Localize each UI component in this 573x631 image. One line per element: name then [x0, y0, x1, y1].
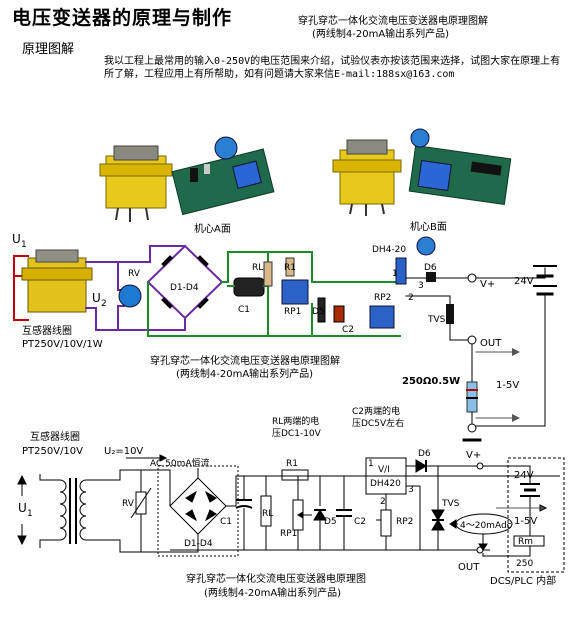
schem-transformer-label: 互感器线圈 [30, 430, 80, 443]
schem-caption-main: 穿孔穿芯一体化交流电压变送器电原理图 [186, 572, 366, 585]
schem-ic-pin3: 3 [408, 485, 414, 495]
schem-ic-pin2: 2 [380, 497, 386, 507]
wiring-caption-sub: (两线制4-20mA输出系列产品) [176, 367, 313, 380]
schem-d5-label: D5 [324, 517, 337, 527]
wiring-c1-label: C1 [238, 305, 250, 315]
schem-out-label: OUT [458, 562, 480, 573]
schem-rl-label: RL [262, 509, 273, 519]
schem-supply-label: 24V [514, 470, 534, 481]
wiring-u1-label: U [12, 232, 21, 246]
photo-module-b [332, 128, 512, 216]
schematic-diagram [17, 454, 565, 573]
schem-ic-label-2: DH420 [370, 479, 401, 489]
schem-rm-value: 250 [516, 559, 533, 569]
wiring-pin3: 3 [418, 281, 424, 291]
wiring-diagram [13, 236, 557, 442]
schem-c2-note-1: C2两端的电 [352, 405, 400, 417]
section-title: 原理图解 [22, 42, 75, 57]
photo-a-label: 机心A面 [194, 222, 231, 235]
schem-current-label: 4～20mAdc [460, 521, 512, 531]
schem-ic-label-1: V/I [378, 465, 390, 475]
wiring-bridge-label: D1-D4 [170, 283, 199, 293]
wiring-rp2-label: RP2 [374, 293, 391, 303]
wiring-d6-label: D6 [424, 263, 437, 273]
wiring-transformer-label: 互感器线圈 [22, 324, 72, 337]
wiring-range-label: 1-5V [496, 380, 519, 391]
schem-bridge-label: D1-D4 [184, 539, 213, 549]
wiring-tvs-label: TVS [427, 315, 446, 325]
photo-b-label: 机心B面 [410, 220, 447, 233]
wiring-rp1-label: RP1 [284, 307, 301, 317]
schem-tvs-label: TVS [441, 499, 460, 509]
schem-rp1-label: RP1 [280, 529, 297, 539]
schem-range-label: 1-5V [514, 516, 537, 527]
schem-rl-note-2: 压DC1-10V [272, 428, 322, 439]
wiring-out-label: OUT [480, 338, 502, 349]
schem-transformer-spec: PT250V/10V [22, 446, 83, 457]
schem-r1-label: R1 [286, 459, 298, 469]
schem-ac-note: AC 50mA恒流 [150, 457, 210, 469]
schem-c2-note-2: 压DC5V左右 [352, 417, 404, 429]
schem-c1-label: C1 [220, 517, 232, 527]
wiring-rl-label: RL [252, 263, 263, 273]
wiring-supply-label: 24V [514, 276, 534, 287]
schem-dcs-label: DCS/PLC 内部 [490, 574, 556, 587]
schem-rm-label: Rm [518, 537, 533, 547]
wiring-c2-label: C2 [342, 325, 354, 335]
wiring-r1-label: R1 [284, 263, 296, 273]
schem-u2-note: U₂=10V [104, 446, 143, 457]
intro-paragraph: 我以工程上最常用的输入0-250V的电压范围来介绍，试验仪表亦按该范围来选择，试… [104, 56, 561, 80]
top-caption-sub: (两线制4-20mA输出系列产品) [312, 29, 450, 40]
top-caption-main: 穿孔穿芯一体化交流电压变送器电原理图解 [298, 16, 488, 27]
wiring-pin2: 2 [408, 293, 414, 303]
schem-ic-pin1: 1 [368, 459, 374, 469]
wiring-caption-main: 穿孔穿芯一体化交流电压变送器电原理图解 [150, 354, 340, 367]
schem-d6-label: D6 [418, 449, 431, 459]
schem-rv-label: RV [122, 499, 135, 509]
wiring-u2-label: U [92, 291, 101, 305]
schem-rl-note-1: RL两端的电 [272, 415, 319, 427]
schem-u1-label: U [18, 501, 27, 515]
schem-u1-sub: 1 [27, 509, 33, 519]
wiring-d5-label: D5 [312, 307, 325, 317]
schem-caption-sub: (两线制4-20mA输出系列产品) [204, 586, 341, 599]
wiring-load-label: 250Ω0.5W [402, 376, 460, 387]
schem-c2-label: C2 [354, 517, 366, 527]
schem-rp2-label: RP2 [396, 517, 413, 527]
wiring-transformer-spec: PT250V/10V/1W [22, 339, 103, 350]
page-title: 电压变送器的原理与制作 [12, 7, 233, 29]
wiring-rv-label: RV [128, 269, 141, 279]
wiring-u2-sub: 2 [101, 299, 107, 309]
wiring-pin1: 1 [392, 269, 398, 279]
wiring-vplus-label: V+ [480, 279, 495, 290]
photo-module-a [99, 136, 275, 222]
wiring-ic-label: DH4-20 [372, 245, 406, 255]
wiring-u1-sub: 1 [21, 240, 27, 250]
schem-vplus-label: V+ [466, 450, 481, 461]
